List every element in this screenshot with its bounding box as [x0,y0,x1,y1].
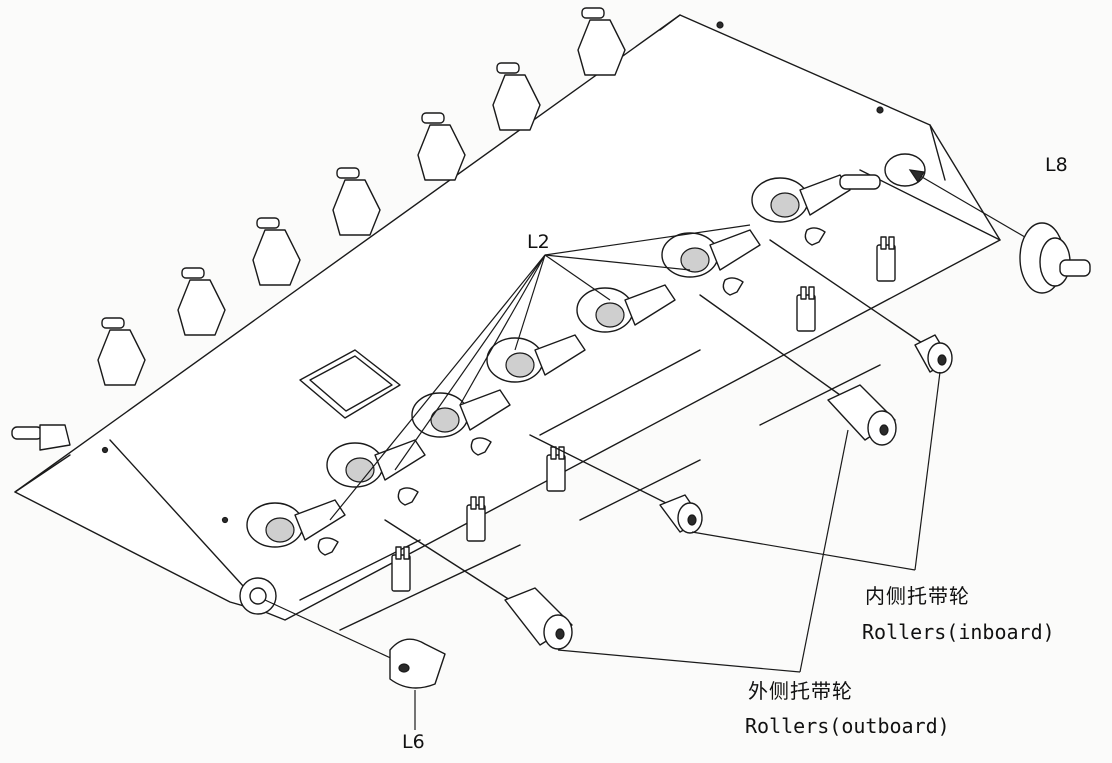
label-l6: L6 [402,731,425,753]
label-outboard-cn: 外侧托带轮 [748,679,853,703]
label-l2: L2 [527,231,550,253]
drive-part-l8 [908,169,1091,294]
upper-suspension-arms [11,7,626,451]
hull-panel [14,14,1001,631]
label-inboard-cn: 内侧托带轮 [865,584,970,608]
l2-leader-lines [329,224,751,521]
lower-suspension-units [246,174,881,548]
inboard-roller [659,494,703,534]
outboard-roller [504,587,573,650]
label-inboard-en: Rollers(inboard) [862,620,1055,644]
roller-shafts [384,239,926,601]
inboard-roller [914,334,953,374]
label-outboard-en: Rollers(outboard) [745,714,950,738]
roller-brackets [317,227,896,592]
callout-leaders [557,371,941,673]
outboard-roller [827,384,897,446]
label-l8: L8 [1045,154,1068,176]
idler-part-l6 [239,577,446,730]
